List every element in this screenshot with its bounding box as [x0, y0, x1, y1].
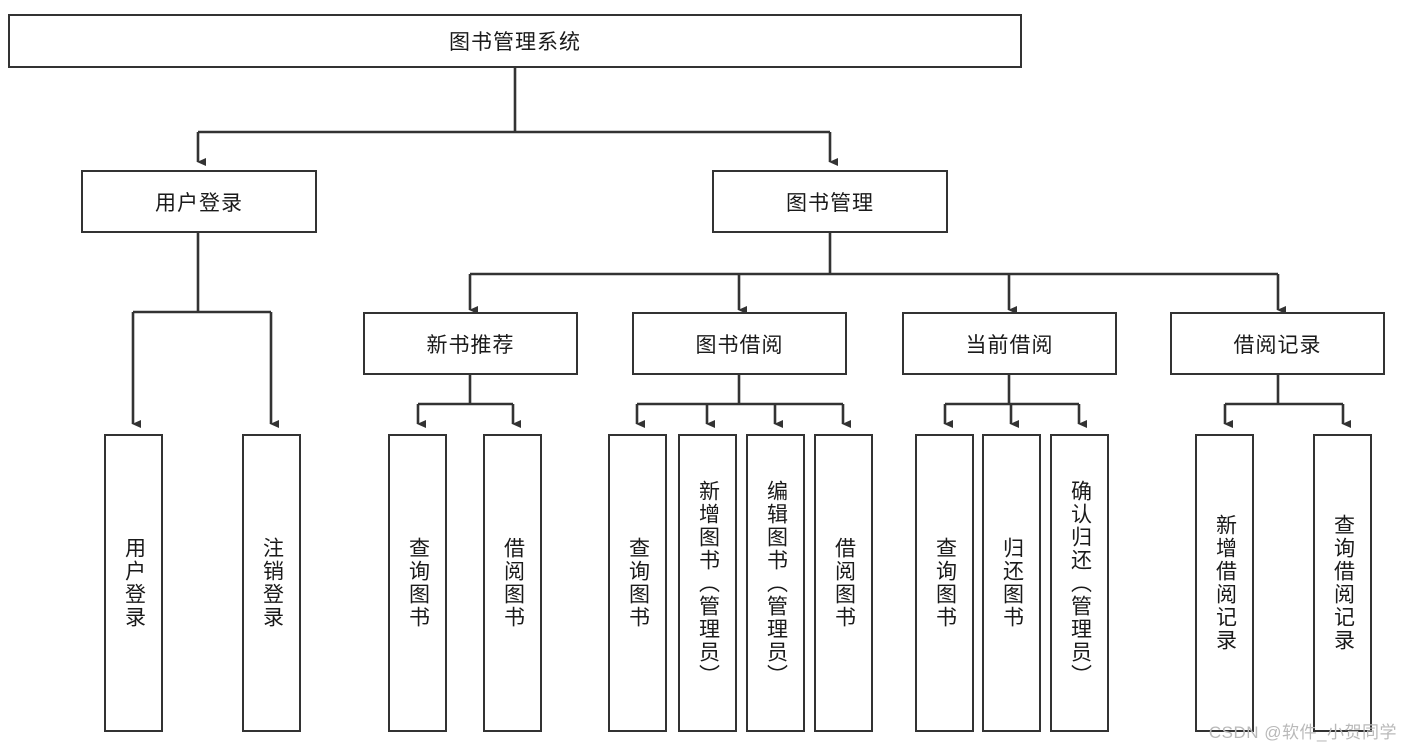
node-borrow-record-label: 借阅记录 [1233, 333, 1322, 357]
node-user-login[interactable]: 用户登录 [81, 170, 317, 233]
node-leaf-confirm-return[interactable]: 确认归还（管理员） [1050, 434, 1109, 732]
node-current-borrow[interactable]: 当前借阅 [902, 312, 1117, 375]
node-leaf-query-record-label: 查询借阅记录 [1331, 514, 1355, 652]
node-leaf-add-record[interactable]: 新增借阅记录 [1195, 434, 1254, 732]
node-leaf-user-login[interactable]: 用户登录 [104, 434, 163, 732]
node-leaf-query-record[interactable]: 查询借阅记录 [1313, 434, 1372, 732]
node-current-borrow-label: 当前借阅 [965, 333, 1054, 357]
node-new-book-recommend[interactable]: 新书推荐 [363, 312, 578, 375]
node-leaf-edit-book-label: 编辑图书（管理员） [764, 479, 788, 687]
node-leaf-add-book-label: 新增图书（管理员） [696, 479, 720, 687]
node-book-manage[interactable]: 图书管理 [712, 170, 948, 233]
node-leaf-user-login-label: 用户登录 [122, 537, 146, 629]
node-leaf-query-book-1-label: 查询图书 [406, 537, 430, 629]
node-book-borrow-label: 图书借阅 [695, 333, 784, 357]
node-new-book-recommend-label: 新书推荐 [426, 333, 515, 357]
node-leaf-return-book[interactable]: 归还图书 [982, 434, 1041, 732]
node-leaf-edit-book[interactable]: 编辑图书（管理员） [746, 434, 805, 732]
node-borrow-record[interactable]: 借阅记录 [1170, 312, 1385, 375]
node-root-label: 图书管理系统 [449, 31, 581, 54]
node-root[interactable]: 图书管理系统 [8, 14, 1022, 68]
node-leaf-query-book-3-label: 查询图书 [933, 537, 957, 629]
node-leaf-add-book[interactable]: 新增图书（管理员） [678, 434, 737, 732]
node-leaf-logout-login[interactable]: 注销登录 [242, 434, 301, 732]
watermark: CSDN @软件_小贺同学 [1208, 723, 1397, 742]
node-book-manage-label: 图书管理 [786, 191, 874, 215]
node-leaf-borrow-book-1[interactable]: 借阅图书 [483, 434, 542, 732]
node-leaf-borrow-book-1-label: 借阅图书 [501, 537, 525, 629]
node-leaf-borrow-book-2-label: 借阅图书 [832, 537, 856, 629]
node-leaf-query-book-1[interactable]: 查询图书 [388, 434, 447, 732]
node-leaf-return-book-label: 归还图书 [1000, 537, 1024, 629]
node-book-borrow[interactable]: 图书借阅 [632, 312, 847, 375]
node-leaf-add-record-label: 新增借阅记录 [1213, 514, 1237, 652]
node-leaf-query-book-2-label: 查询图书 [626, 537, 650, 629]
node-leaf-query-book-2[interactable]: 查询图书 [608, 434, 667, 732]
node-leaf-logout-login-label: 注销登录 [260, 537, 284, 629]
node-leaf-borrow-book-2[interactable]: 借阅图书 [814, 434, 873, 732]
node-leaf-query-book-3[interactable]: 查询图书 [915, 434, 974, 732]
node-leaf-confirm-return-label: 确认归还（管理员） [1068, 479, 1092, 687]
node-user-login-label: 用户登录 [155, 191, 243, 215]
